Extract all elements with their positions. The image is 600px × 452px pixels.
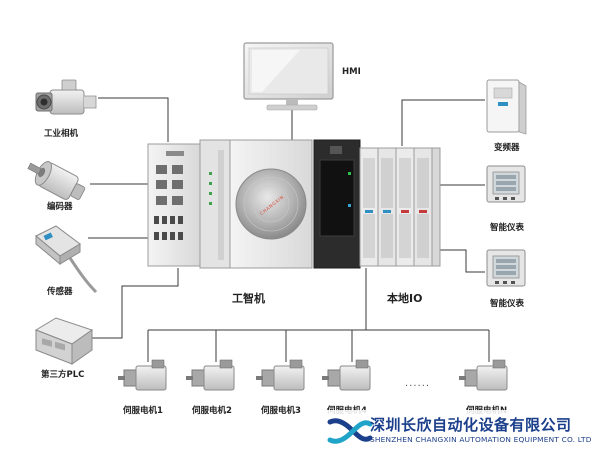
- plc-device: [34, 317, 94, 365]
- label-servo-1: 伺服电机1: [123, 406, 163, 416]
- line-meter2: [440, 249, 485, 273]
- inverter-device: [486, 79, 527, 135]
- sensor-device: [35, 225, 98, 294]
- local-io-device: [313, 139, 441, 269]
- io-module-1: [359, 147, 379, 267]
- servo-motor-1: [118, 359, 167, 391]
- label-plc: 第三方PLC: [41, 370, 85, 380]
- servo-motor-4: [322, 359, 371, 391]
- label-meter-1: 智能仪表: [490, 223, 525, 233]
- watermark-company-en: SHENZHEN CHANGXIN AUTOMATION EQUIPMENT C…: [370, 435, 592, 444]
- label-servo-3: 伺服电机3: [261, 406, 301, 416]
- label-camera: 工业相机: [44, 129, 79, 139]
- label-hmi: HMI: [342, 67, 361, 77]
- label-sensor: 传感器: [47, 287, 73, 297]
- meter-device-2: [486, 249, 526, 287]
- line-plc: [92, 268, 179, 339]
- label-encoder: 编码器: [47, 202, 73, 212]
- watermark-company-cn: 深圳长欣自动化设备有限公司: [370, 416, 572, 434]
- io-module-2: [377, 147, 397, 267]
- line-camera: [98, 97, 169, 142]
- servo-motor-2: [186, 359, 235, 391]
- encoder-device: [27, 161, 86, 200]
- line-inverter: [401, 99, 485, 146]
- io-module-4: [413, 147, 433, 267]
- label-ipc: 工智机: [232, 292, 265, 305]
- servo-motor-n: [459, 359, 508, 391]
- label-local-io: 本地IO: [387, 292, 423, 305]
- label-meter-2: 智能仪表: [490, 299, 525, 309]
- camera-device: [35, 79, 97, 115]
- connection-lines: [88, 97, 490, 362]
- label-inverter: 变频器: [494, 143, 520, 153]
- meter-device-1: [486, 165, 526, 203]
- servo-motor-3: [256, 359, 305, 391]
- io-module-3: [395, 147, 415, 267]
- label-servo-2: 伺服电机2: [192, 406, 232, 416]
- hmi-monitor: [243, 42, 334, 111]
- industrial-pc: CHANGXIN: [147, 139, 313, 269]
- ellipsis-more: ......: [405, 378, 431, 389]
